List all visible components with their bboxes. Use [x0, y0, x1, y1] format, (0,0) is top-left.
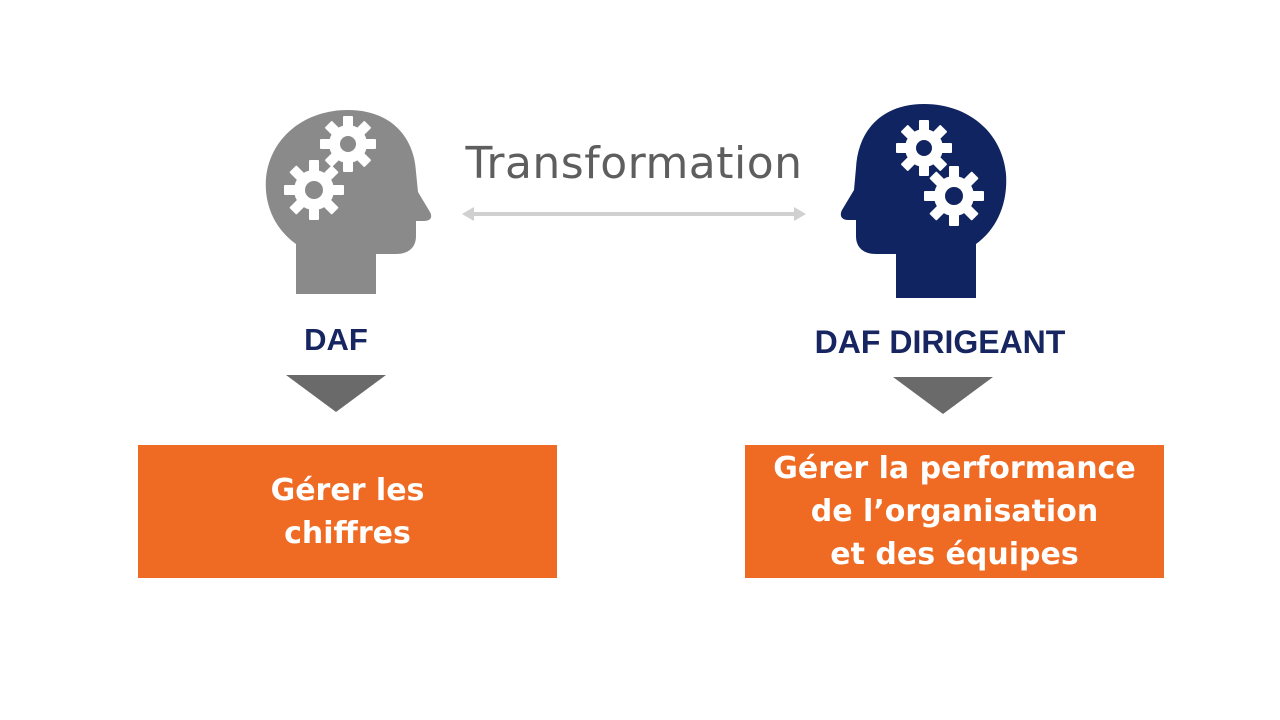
role-title-daf: DAF — [304, 322, 368, 357]
role-description-box-left: Gérer les chiffres — [138, 445, 557, 578]
head-gears-icon-right — [838, 102, 1010, 300]
head-gears-icon-left — [262, 108, 434, 296]
gear-icon — [284, 116, 376, 220]
gear-icon — [896, 120, 984, 226]
role-description-box-right: Gérer la performance de l’organisation e… — [745, 445, 1164, 578]
transformation-label: Transformation — [465, 138, 803, 189]
double-arrow-icon — [462, 204, 806, 224]
role-title-daf-dirigeant: DAF DIRIGEANT — [814, 324, 1066, 360]
down-arrow-icon-left — [286, 375, 386, 412]
down-arrow-icon-right — [893, 377, 993, 414]
